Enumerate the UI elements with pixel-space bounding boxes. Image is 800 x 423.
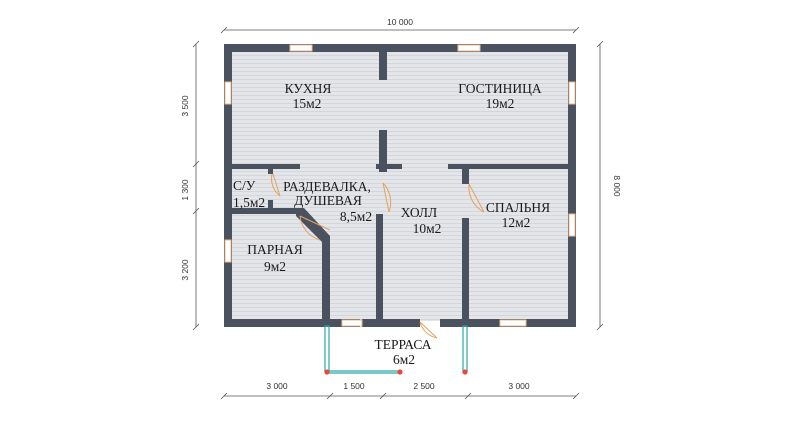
room-hall-name: ХОЛЛ <box>401 205 437 220</box>
doors <box>271 173 485 339</box>
room-wc-area: 1,5м2 <box>233 195 265 210</box>
walls <box>224 44 576 327</box>
room-wc-name: С/У <box>233 178 256 193</box>
room-kitchen-name: КУХНЯ <box>285 81 332 96</box>
room-guest-area: 19м2 <box>486 96 515 111</box>
dim-left-3: 3 200 <box>180 259 190 281</box>
room-kitchen-area: 15м2 <box>293 96 322 111</box>
room-terrace-area: 6м2 <box>393 352 415 367</box>
room-bedroom-name: СПАЛЬНЯ <box>486 200 550 215</box>
dim-left-1: 3 500 <box>180 95 190 117</box>
room-bedroom-area: 12м2 <box>502 215 531 230</box>
floor-area <box>225 48 575 321</box>
room-steam-area: 9м2 <box>264 259 286 274</box>
room-steam-name: ПАРНАЯ <box>247 242 303 257</box>
dimension-lines <box>192 26 604 400</box>
room-changing-name2: ДУШЕВАЯ <box>294 193 362 208</box>
dim-left-2: 1 300 <box>180 179 190 201</box>
room-guest-name: ГОСТИНИЦА <box>458 81 542 96</box>
room-changing-area: 8,5м2 <box>340 209 372 224</box>
room-changing-name1: РАЗДЕВАЛКА, <box>283 179 371 194</box>
room-terrace-name: ТЕРРАСА <box>375 337 432 352</box>
windows <box>224 44 576 327</box>
dim-bottom-1: 3 000 <box>266 381 288 391</box>
dim-right-total: 8 000 <box>612 175 622 197</box>
terrace-posts <box>324 369 468 375</box>
room-hall-area: 10м2 <box>413 221 442 236</box>
dim-top-total: 10 000 <box>387 17 413 27</box>
dim-bottom-2: 1 500 <box>343 381 365 391</box>
dim-bottom-3: 2 500 <box>413 381 435 391</box>
dim-bottom-4: 3 000 <box>508 381 530 391</box>
